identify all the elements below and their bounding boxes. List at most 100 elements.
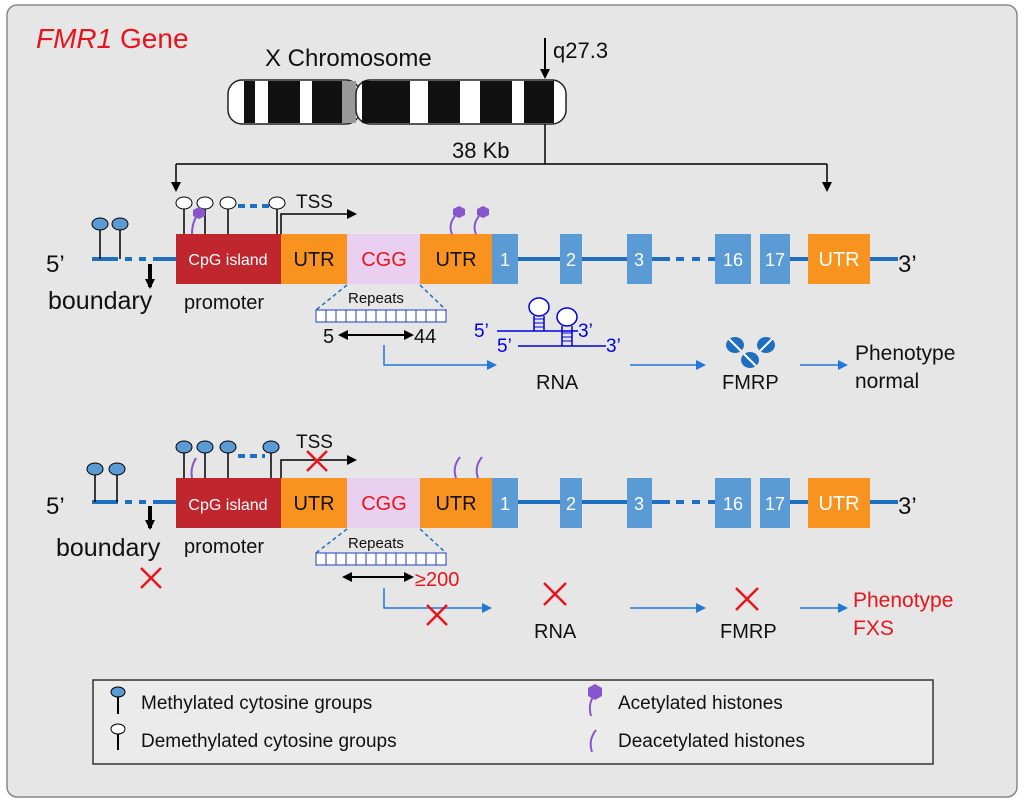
exon-label: 17 [765,250,785,270]
exon-label: 1 [500,494,510,514]
rna-hairpin-icon [497,297,606,347]
utr3-label: UTR [818,493,859,515]
three-prime-label: 3’ [898,493,917,520]
acetylated-histone-icon [193,207,205,219]
deacetylated-histone-icon [589,729,597,753]
phenotype-value: FXS [853,617,894,640]
demethylated-cytosine-icon [110,723,126,750]
boundary-label: boundary [56,534,161,562]
background-panel [6,4,1018,798]
rna-3prime-b: 3’ [606,336,621,357]
repeats-label: Repeats [348,535,404,552]
utr3-label: UTR [818,249,859,271]
acetyl-histone-stem [473,215,480,235]
chromosome-label: X Chromosome [265,45,432,72]
exon-2 [560,478,582,528]
locus-label: q27.3 [553,38,608,63]
phenotype-label: Phenotype [855,342,955,365]
repeat-min: 5 [323,326,334,348]
fxs-gene-row: 5’ boundary CpG island UTR CGG UTR 1 2 3… [46,432,953,643]
rna-5prime-b: 5’ [497,336,512,357]
boundary-cross-icon [140,567,162,589]
exon-1 [492,478,518,528]
utr-intron-box [420,234,492,284]
methylated-cytosine-icon [86,462,126,502]
phenotype-value: normal [855,370,919,393]
exon-label: 17 [765,494,785,514]
exon-label: 1 [500,250,510,270]
legend-deacetylated: Deacetylated histones [618,731,805,752]
cpg-island-box [176,478,281,528]
x-chromosome-icon [227,79,567,125]
deacetylated-histone-icon [475,456,483,479]
fmrp-label: FMRP [720,621,777,643]
exon-16 [715,234,751,284]
cgg-box [347,234,420,284]
legend-box [92,679,934,765]
cpg-island-label: CpG island [188,252,267,269]
deacetylated-histone-icon [190,457,197,479]
cpg-island-label: CpG island [188,497,267,514]
exon-label: 16 [723,250,743,270]
tss-blocked-cross-icon [306,450,328,472]
utr3-box [808,234,870,284]
legend: Methylated cytosine groups Demethylated … [92,679,934,765]
fmrp-absent-cross-icon [735,587,759,611]
rna-5prime-a: 5’ [474,321,489,342]
cgg-label: CGG [361,493,407,515]
cgg-box [347,478,420,528]
fmrp-label: FMRP [722,372,779,394]
repeats-label: Repeats [348,290,404,307]
promoter-label: promoter [184,292,264,314]
three-prime-label: 3’ [898,251,917,278]
utr5-box [281,478,347,528]
transcription-blocked-cross-icon [426,604,448,626]
methylated-cytosine-icon [91,217,129,259]
repeat-max: ≥200 [415,569,459,591]
exon-label: 2 [566,250,576,270]
methylated-cytosine-icon [110,686,126,714]
five-prime-label: 5’ [46,493,65,520]
repeat-max: 44 [414,326,436,348]
exon-label: 3 [634,494,644,514]
acetylated-histone-icon [477,206,489,218]
title: FMR1 Gene [36,23,189,54]
exon-1 [492,234,518,284]
length-label: 38 Kb [452,138,510,163]
acetylated-histone-icon [588,684,602,717]
normal-gene-row: 5’ boundary CpG island UTR CGG UTR 1 2 3… [46,192,955,394]
boundary-label: boundary [48,287,153,315]
utr5-box [281,234,347,284]
legend-acetylated: Acetylated histones [618,693,783,714]
promoter-label: promoter [184,536,264,558]
fmrp-protein-icon [726,337,775,368]
exon-16 [715,478,751,528]
exon-label: 2 [566,494,576,514]
legend-methylated: Methylated cytosine groups [141,693,372,714]
cpg-island-box [176,234,281,284]
tss-arrow [280,209,357,234]
flow-arrow-rna [383,588,492,613]
exon-label: 3 [634,250,644,270]
five-prime-label: 5’ [46,251,65,278]
exon-17 [760,234,790,284]
utr-intron-label: UTR [435,493,476,515]
tss-label: TSS [296,432,333,453]
tss-arrow [280,455,357,478]
acetyl-histone-stem [449,215,456,235]
exon-17 [760,478,790,528]
exon-label: 16 [723,494,743,514]
utr5-label: UTR [293,249,334,271]
repeats-ladder-icon [315,309,447,323]
utr-intron-label: UTR [435,249,476,271]
rna-label: RNA [534,621,577,643]
acetylated-histone-icon [453,206,465,218]
deacetylated-histone-icon [453,456,461,479]
cgg-label: CGG [361,249,407,271]
utr-intron-box [420,478,492,528]
phenotype-label: Phenotype [853,589,953,612]
rna-label: RNA [536,372,579,394]
exon-3 [627,478,652,528]
